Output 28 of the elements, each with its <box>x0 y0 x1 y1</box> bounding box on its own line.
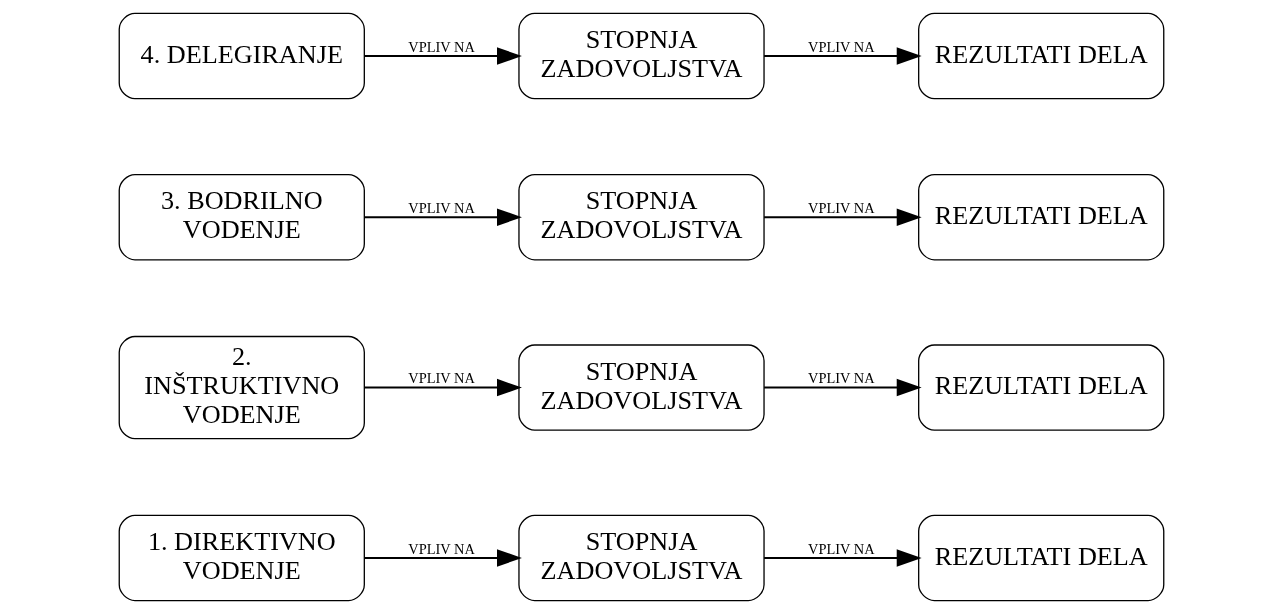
arrow <box>363 549 522 567</box>
node-box: REZULTATI DELA <box>918 514 1165 602</box>
node-box: STOPNJA ZADOVOLJSTVA <box>518 173 765 261</box>
arrow <box>363 378 522 397</box>
edge-label: VPLIV NA <box>408 200 475 217</box>
node-box: STOPNJA ZADOVOLJSTVA <box>518 12 765 100</box>
edge-label: VPLIV NA <box>808 38 875 55</box>
node-box: REZULTATI DELA <box>918 12 1165 100</box>
edge-label: VPLIV NA <box>808 540 875 557</box>
node-box: STOPNJA ZADOVOLJSTVA <box>518 514 765 602</box>
edge-label: VPLIV NA <box>808 370 875 387</box>
edge-label: VPLIV NA <box>408 38 475 55</box>
arrow <box>363 47 522 65</box>
node-box: 1. DIREKTIVNO VODENJE <box>118 514 365 602</box>
edge-label: VPLIV NA <box>408 370 475 387</box>
node-box: 2. INŠTRUKTIVNO VODENJE <box>118 335 365 440</box>
arrow <box>763 549 922 567</box>
node-box: STOPNJA ZADOVOLJSTVA <box>518 344 765 431</box>
node-box: 3. BODRILNO VODENJE <box>118 173 365 261</box>
arrow <box>763 378 922 397</box>
arrow <box>363 208 522 226</box>
node-box: REZULTATI DELA <box>918 173 1165 261</box>
edge-label: VPLIV NA <box>408 540 475 557</box>
arrow <box>763 47 922 65</box>
edge-label: VPLIV NA <box>808 200 875 217</box>
arrow <box>763 208 922 226</box>
node-box: 4. DELEGIRANJE <box>118 12 365 100</box>
node-box: REZULTATI DELA <box>918 344 1165 431</box>
